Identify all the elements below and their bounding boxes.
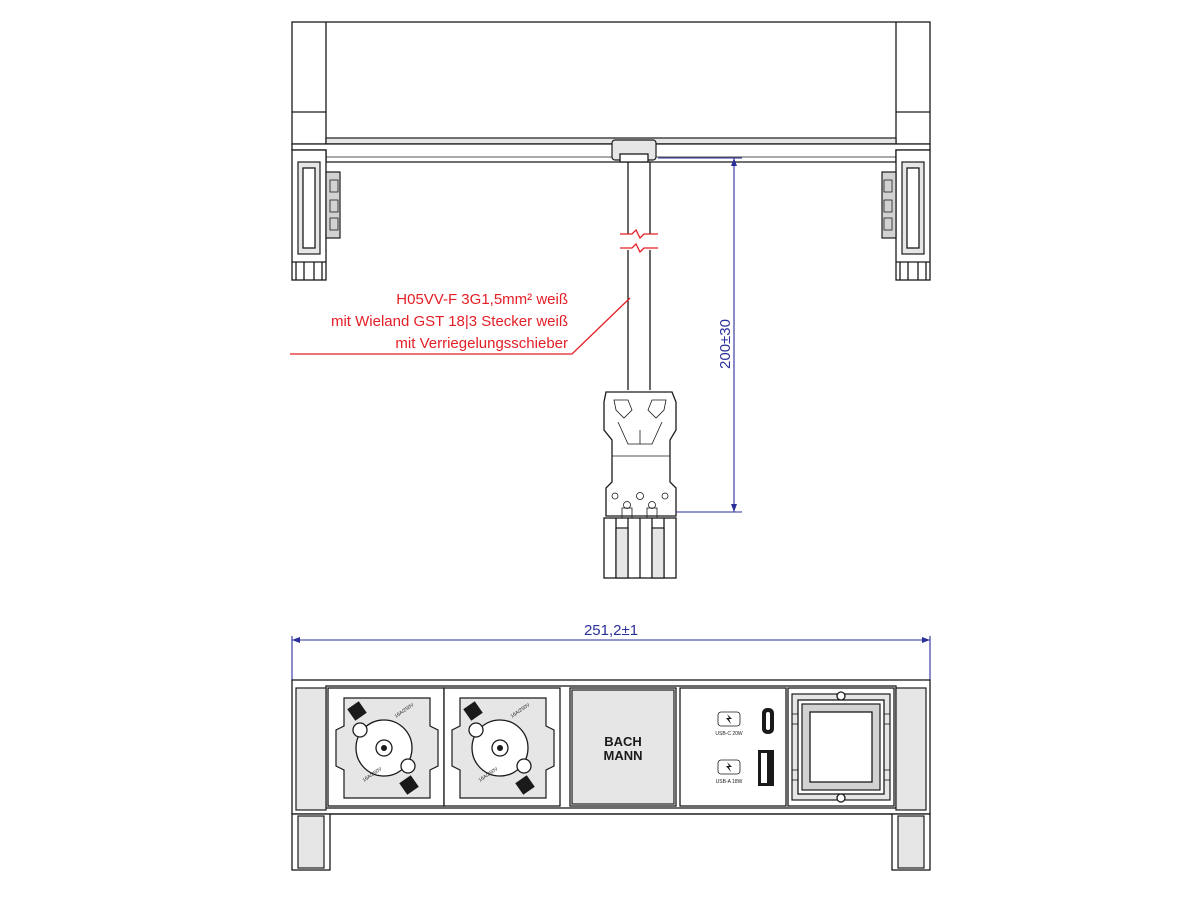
brand-logo-line-1: BACH: [604, 734, 642, 749]
cable-annotation: H05VV-F 3G1,5mm² weiß mit Wieland GST 18…: [290, 291, 631, 355]
top-view: 200±30 H05VV-F 3G1,5mm² weiß mit Wieland…: [290, 21, 931, 579]
brand-logo-line-2: MANN: [604, 748, 643, 763]
annotation-line-3: mit Verriegelungsschieber: [395, 335, 568, 352]
cable-length-dimension: 200±30: [658, 157, 742, 513]
usb-charger-module: USB-C 20W USB-A 18W: [679, 687, 787, 807]
annotation-line-1: H05VV-F 3G1,5mm² weiß: [396, 291, 568, 308]
schuko-socket-2: 16A/250V 16A/250V: [443, 687, 561, 807]
wieland-plug: [603, 391, 677, 579]
cable-length-label: 200±30: [717, 319, 734, 369]
schuko-socket-1: 16A/250V 16A/250V: [327, 687, 445, 807]
annotation-line-2: mit Wieland GST 18|3 Stecker weiß: [331, 313, 568, 330]
logo-module: BACH MANN: [569, 687, 677, 807]
left-clamp: [291, 149, 341, 281]
right-clamp: [881, 149, 931, 281]
top-housing: [291, 21, 931, 145]
usb-a-label: USB-A 18W: [716, 779, 743, 785]
cable: [620, 162, 658, 390]
usb-c-label: USB-C 20W: [715, 731, 743, 737]
width-dimension: 251,2±1: [291, 622, 931, 680]
keystone-module: [787, 687, 895, 807]
front-view: 251,2±1 16A/250V 16A/250V: [291, 622, 931, 871]
usb-c-icon: [717, 711, 741, 727]
width-label: 251,2±1: [584, 622, 638, 639]
usb-a-icon: [717, 759, 741, 775]
